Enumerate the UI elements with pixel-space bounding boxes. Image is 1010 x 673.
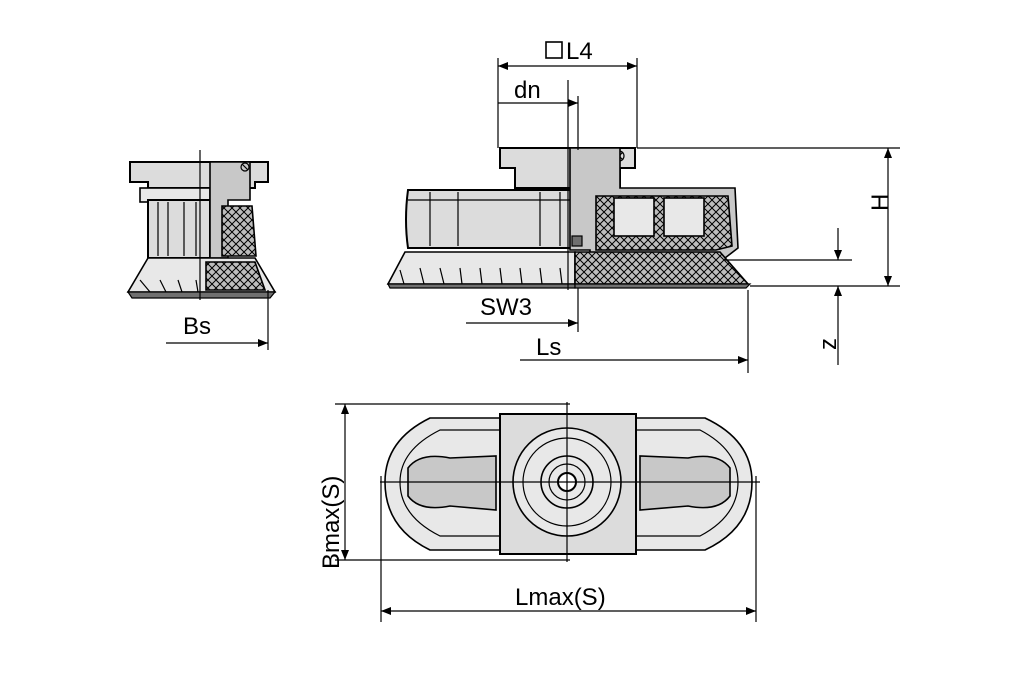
bmax-dimension: Bmax(S) bbox=[318, 403, 570, 569]
z-label: z bbox=[815, 338, 842, 350]
top-view bbox=[380, 402, 760, 562]
sw3-label: SW3 bbox=[480, 294, 532, 321]
lmax-label: Lmax(S) bbox=[515, 584, 606, 611]
ls-dimension: Ls bbox=[520, 290, 749, 373]
dn-dimension: dn bbox=[498, 77, 579, 150]
l4-label: L4 bbox=[566, 38, 593, 65]
bs-dimension: Bs bbox=[166, 290, 269, 350]
bmax-label: Bmax(S) bbox=[318, 476, 345, 569]
bs-label: Bs bbox=[183, 313, 211, 340]
lmax-dimension: Lmax(S) bbox=[380, 476, 757, 622]
h-dimension: H bbox=[637, 147, 900, 287]
dn-label: dn bbox=[514, 77, 541, 104]
front-section-view bbox=[386, 80, 752, 290]
z-dimension: z bbox=[725, 228, 852, 365]
h-label: H bbox=[867, 194, 894, 211]
sw3-dimension: SW3 bbox=[466, 288, 579, 332]
ls-label: Ls bbox=[536, 334, 561, 361]
side-view bbox=[126, 150, 277, 300]
square-symbol-icon bbox=[545, 41, 563, 59]
l4-dimension: L4 bbox=[497, 38, 638, 148]
